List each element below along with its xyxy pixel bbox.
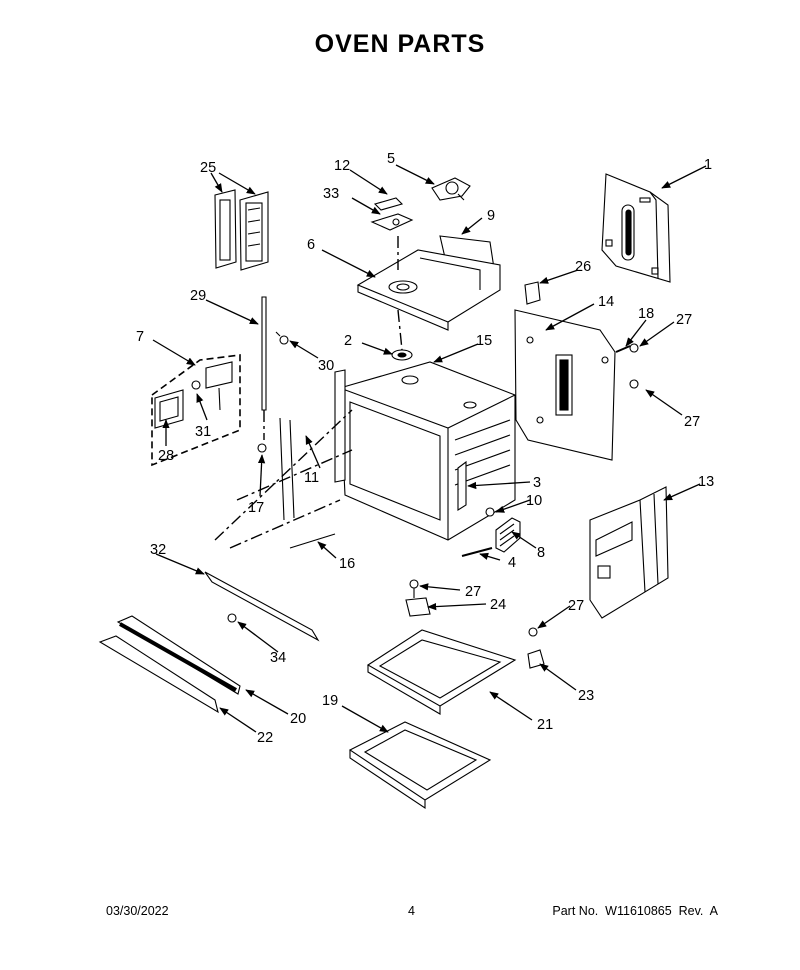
callout-24: 24 <box>490 597 506 613</box>
part-side-panel <box>589 486 669 619</box>
part-20 <box>116 615 241 695</box>
part-side-trims <box>214 189 269 271</box>
part-18 <box>615 345 631 353</box>
callout-7: 7 <box>136 329 144 345</box>
part-10 <box>485 507 495 517</box>
part-16 <box>289 533 336 549</box>
page-title: OVEN PARTS <box>314 30 486 58</box>
part-11 <box>279 417 295 521</box>
part-5 <box>431 177 471 201</box>
callout-34: 34 <box>270 650 286 666</box>
part-top-panel <box>356 249 501 331</box>
part-inner-back-panel <box>514 309 616 461</box>
part-26 <box>524 281 541 305</box>
footer-date: 03/30/2022 <box>106 904 169 918</box>
part-30-screw <box>275 331 289 345</box>
footer-page-number: 4 <box>408 904 415 918</box>
part-rack-frame <box>366 629 517 715</box>
part-24 <box>405 597 431 617</box>
part-12 <box>373 197 404 211</box>
part-oven-cavity <box>334 361 516 541</box>
callout-22: 22 <box>257 730 273 746</box>
callout-26: 26 <box>575 259 591 275</box>
part-27-screw-b <box>528 627 538 637</box>
callout-labels: 1 2 3 4 5 6 7 8 9 10 11 12 13 14 15 16 1… <box>136 151 714 746</box>
part-27-screw-d <box>629 379 639 389</box>
part-27-screw-a <box>409 579 419 589</box>
part-34 <box>227 613 237 623</box>
callout-10: 10 <box>526 493 542 509</box>
callout-5: 5 <box>387 151 395 167</box>
part-door-kit <box>151 354 241 467</box>
part-fan <box>391 349 413 361</box>
callout-11: 11 <box>304 470 319 486</box>
callout-20: 20 <box>290 711 306 727</box>
callout-33: 33 <box>323 186 339 202</box>
callout-27a: 27 <box>676 312 692 328</box>
footer-part-number: Part No. W11610865 Rev. A <box>552 904 718 918</box>
callout-27d: 27 <box>568 598 584 614</box>
leader-lines <box>152 164 707 733</box>
callout-3: 3 <box>533 475 541 491</box>
callout-21: 21 <box>537 717 553 733</box>
callout-30: 30 <box>318 358 334 374</box>
callout-16: 16 <box>339 556 355 572</box>
part-22 <box>98 635 219 714</box>
callout-29: 29 <box>190 288 206 304</box>
part-4 <box>461 547 493 557</box>
callout-19: 19 <box>322 693 338 709</box>
part-3 <box>457 460 467 511</box>
callout-23: 23 <box>578 688 594 704</box>
callout-1: 1 <box>704 157 712 173</box>
callout-25: 25 <box>200 160 216 176</box>
part-bottom-panel <box>348 721 492 810</box>
callout-6: 6 <box>307 237 315 253</box>
part-33 <box>370 213 414 231</box>
callout-14: 14 <box>598 294 614 310</box>
part-32 <box>204 571 320 642</box>
callout-31: 31 <box>195 424 211 440</box>
callout-4: 4 <box>508 555 516 571</box>
callout-8: 8 <box>537 545 545 561</box>
callout-18: 18 <box>638 306 654 322</box>
part-outer-back-panel <box>601 173 671 283</box>
assembly-guides <box>214 236 403 549</box>
part-33-hole <box>392 218 400 226</box>
part-17 <box>257 443 267 453</box>
callout-28: 28 <box>158 448 174 464</box>
part-29 <box>261 296 267 411</box>
callout-9: 9 <box>487 208 495 224</box>
callout-2: 2 <box>344 333 352 349</box>
callout-32: 32 <box>150 542 166 558</box>
callout-17: 17 <box>248 500 264 516</box>
callout-15: 15 <box>476 333 492 349</box>
callout-12: 12 <box>334 158 350 174</box>
callout-27b: 27 <box>684 414 700 430</box>
part-27-screw-c <box>629 343 639 353</box>
callout-13: 13 <box>698 474 714 490</box>
callout-27c: 27 <box>465 584 481 600</box>
